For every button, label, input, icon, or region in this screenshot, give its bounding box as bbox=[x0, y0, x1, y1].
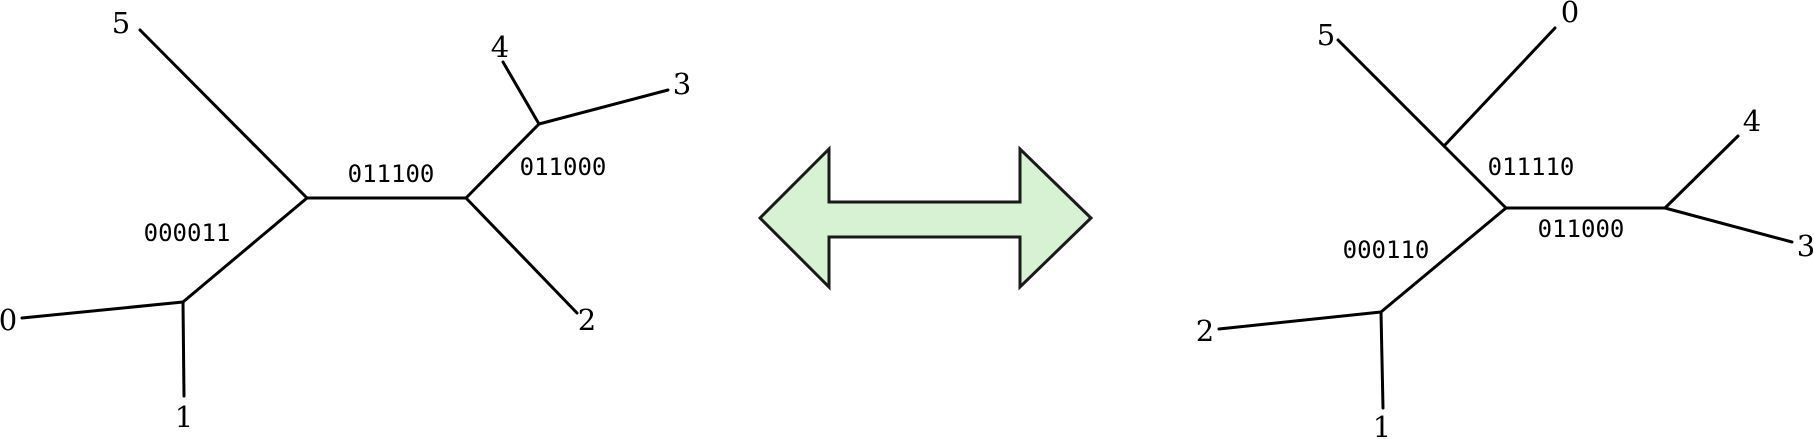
right-internal-edge-011110 bbox=[1442, 144, 1508, 210]
left-internal-edge-000011 bbox=[181, 196, 309, 304]
left-edge-to-leaf-5 bbox=[138, 28, 309, 200]
right-leaf-label: 4 bbox=[1743, 104, 1761, 138]
left-leaf-label: 0 bbox=[0, 303, 17, 337]
bidirectional-arrow-icon bbox=[757, 145, 1094, 291]
left-edge-to-leaf-4 bbox=[501, 60, 541, 126]
right-leaf-label: 1 bbox=[1373, 410, 1391, 439]
left-internal-edge-011000 bbox=[464, 122, 541, 200]
left-leaf-label: 3 bbox=[673, 67, 691, 101]
right-leaf-label: 5 bbox=[1317, 18, 1335, 52]
right-split-label: 011000 bbox=[1538, 215, 1625, 243]
left-leaf-label: 2 bbox=[578, 303, 596, 337]
left-leaf-label: 1 bbox=[175, 400, 193, 434]
right-leaf-label: 3 bbox=[1797, 229, 1814, 263]
right-split-label: 000110 bbox=[1343, 236, 1430, 264]
left-edge-to-leaf-2 bbox=[464, 196, 579, 315]
left-tree: 5 4 3 2 1 0 011100 011000 000011 bbox=[0, 6, 691, 434]
right-edge-to-leaf-2 bbox=[1217, 310, 1383, 331]
right-split-label: 011110 bbox=[1488, 153, 1575, 181]
right-leaf-label: 0 bbox=[1561, 0, 1579, 29]
right-internal-edge-000110 bbox=[1379, 206, 1508, 314]
right-edge-to-leaf-5 bbox=[1336, 38, 1446, 148]
right-edge-to-leaf-1 bbox=[1379, 310, 1385, 410]
left-split-label: 000011 bbox=[144, 219, 231, 247]
right-leaf-label: 2 bbox=[1196, 314, 1214, 348]
left-edge-to-leaf-1 bbox=[181, 300, 186, 398]
left-leaf-label: 4 bbox=[491, 30, 509, 64]
right-edge-to-leaf-4 bbox=[1663, 134, 1740, 210]
right-tree: 0 5 4 3 2 1 011110 011000 000110 bbox=[1196, 0, 1814, 439]
left-leaf-label: 5 bbox=[112, 6, 130, 40]
right-edge-to-leaf-3 bbox=[1663, 206, 1794, 244]
left-edge-to-leaf-3 bbox=[537, 88, 670, 126]
right-edge-to-leaf-0 bbox=[1442, 26, 1557, 148]
left-split-label: 011000 bbox=[520, 153, 607, 181]
left-edge-to-leaf-0 bbox=[20, 300, 185, 320]
left-split-label: 011100 bbox=[348, 160, 435, 188]
